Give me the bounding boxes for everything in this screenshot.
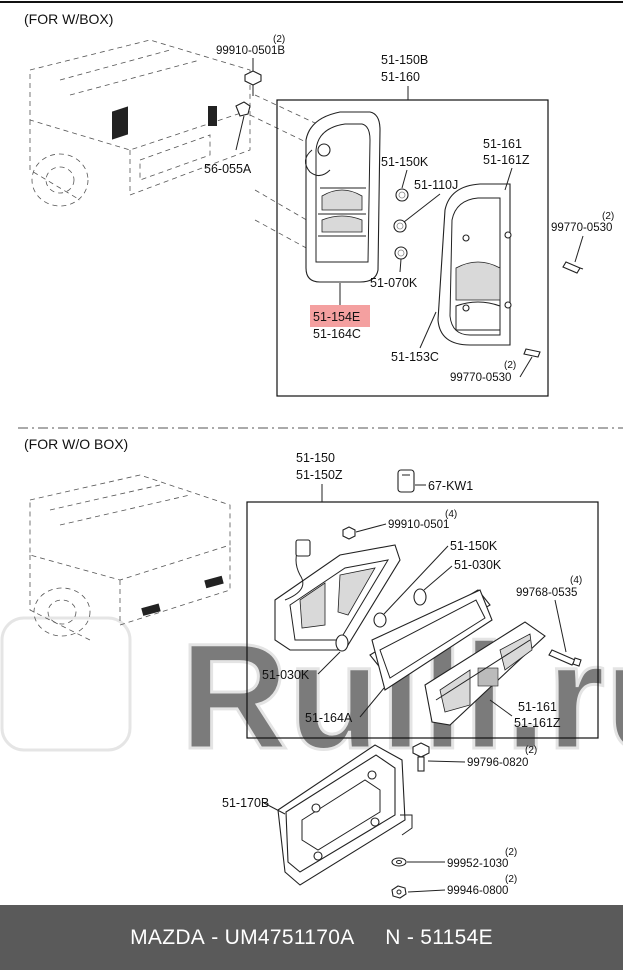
label-99770-0530-lower: 99770-0530 <box>450 372 511 384</box>
part-info-footer: MAZDA - UM4751170A N - 51154E <box>0 905 623 970</box>
label-51-161z-box1: 51-161Z <box>483 153 530 167</box>
label-51-164c: 51-164C <box>313 327 361 341</box>
tail-lamp-lens-51-161 <box>437 183 512 346</box>
assembly-frame-without-box <box>246 501 599 739</box>
qty-99952-1030: (2) <box>505 847 517 858</box>
label-99910-0501: 99910-0501 <box>388 519 449 531</box>
label-51-110j: 51-110J <box>414 178 458 192</box>
label-99796-0820: 99796-0820 <box>467 757 528 769</box>
label-51-161z-box2: 51-161Z <box>514 716 561 730</box>
bulb-51-150k <box>395 188 409 202</box>
label-51-030k-b: 51-030K <box>262 668 310 682</box>
footer-n-value: 51154E <box>420 925 493 949</box>
clip-56-055a <box>235 101 251 151</box>
bulb-51-030k-a <box>413 588 427 606</box>
label-67-kw1: 67-KW1 <box>428 479 473 493</box>
label-51-153c: 51-153C <box>391 350 439 364</box>
bulb-51-070k <box>394 246 408 260</box>
parts-diagram: Rulli.ru (FOR W/BOX) (2) 99910-0501B 56-… <box>0 1 623 899</box>
bolt-99796-0820 <box>412 742 430 772</box>
label-51-150z: 51-150Z <box>296 468 343 482</box>
washer-99952-1030 <box>391 857 407 867</box>
bulb-51-150k-box2 <box>373 612 387 628</box>
label-99770-0530-upper: 99770-0530 <box>551 222 612 234</box>
label-99952-1030: 99952-1030 <box>447 858 508 870</box>
qty-99770-0530-upper: (2) <box>602 211 614 222</box>
label-51-160: 51-160 <box>381 70 420 84</box>
footer-brand: MAZDA <box>130 925 206 949</box>
footer-part-number: UM4751170A <box>224 925 355 949</box>
footer-separator: - <box>205 925 225 949</box>
footer-separator-2: - <box>400 925 421 949</box>
bracket-51-170b <box>277 744 413 886</box>
label-51-150k-box1: 51-150K <box>381 155 429 169</box>
label-51-070k: 51-070K <box>370 276 418 290</box>
bulb-51-030k-b <box>335 634 349 652</box>
label-51-161-box1: 51-161 <box>483 137 522 151</box>
label-51-161-box2: 51-161 <box>518 700 557 714</box>
assembly-frame-with-box <box>276 99 549 397</box>
qty-99770-0530-lower: (2) <box>504 360 516 371</box>
truck-rear-sketch-2 <box>29 474 231 641</box>
label-51-150k-box2: 51-150K <box>450 539 498 553</box>
nut-99910-0501 <box>342 526 356 540</box>
tail-lamp-housing-51-150b <box>305 111 381 283</box>
tail-lamp-housing-51-150 <box>274 539 401 651</box>
label-56-055a: 56-055A <box>204 162 252 176</box>
label-99768-0535: 99768-0535 <box>516 587 577 599</box>
bolt-99910-0501b <box>244 70 262 96</box>
screw-99770-0530-lower <box>523 348 541 358</box>
connector-67-kw1 <box>397 469 415 493</box>
label-51-154e: 51-154E <box>313 310 360 324</box>
nut-99946-0800 <box>391 885 407 899</box>
section-caption-with-box: (FOR W/BOX) <box>24 11 113 27</box>
truck-rear-sketch-1 <box>29 39 251 207</box>
tail-lamp-lens-51-161-box2 <box>424 621 546 726</box>
qty-99910-0501b: (2) <box>273 34 285 45</box>
screw-99768-0535 <box>548 649 582 667</box>
qty-99796-0820: (2) <box>525 745 537 756</box>
section-caption-without-box: (FOR W/O BOX) <box>24 436 128 452</box>
label-51-150b: 51-150B <box>381 53 428 67</box>
label-51-030k-a: 51-030K <box>454 558 502 572</box>
qty-99910-0501: (4) <box>445 509 457 520</box>
highlight-51-154e <box>310 305 370 327</box>
screw-99770-0530-upper <box>562 261 584 274</box>
footer-gap <box>355 926 386 950</box>
qty-99946-0800: (2) <box>505 874 517 885</box>
footer-n-prefix: N <box>385 925 401 949</box>
label-51-170b: 51-170B <box>222 796 269 810</box>
label-51-164a: 51-164A <box>305 711 353 725</box>
label-99910-0501b: 99910-0501B <box>216 45 285 57</box>
label-99946-0800: 99946-0800 <box>447 885 508 897</box>
bulb-51-110j <box>393 219 407 233</box>
label-51-150: 51-150 <box>296 451 335 465</box>
gasket-51-164a <box>369 589 493 691</box>
qty-99768-0535: (4) <box>570 575 582 586</box>
